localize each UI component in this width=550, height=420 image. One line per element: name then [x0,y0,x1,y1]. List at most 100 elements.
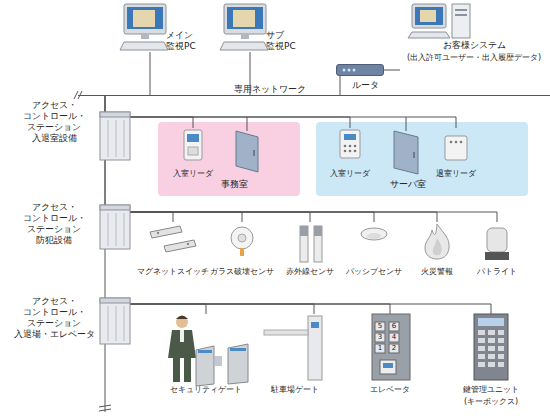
elevator-panel-icon-part [389,344,399,353]
node-text: 駐車場ゲート [254,384,336,395]
parking-gate-icon-part [308,316,322,380]
break-mark-part [78,91,82,99]
customer-pc-icon [408,4,470,38]
station-cabinet-part [100,298,130,303]
glass-break-sensor-icon-part [238,234,246,242]
key-box-icon-part [478,318,504,326]
security-gate-icon-part [230,348,246,351]
button-number: 6 [389,322,399,331]
station-cabinet-part [108,213,109,246]
node-text: サーバ室 [378,179,438,190]
station-cabinet-part [116,213,117,246]
security-gate-icon-part [184,358,191,382]
node-text: アクセス・ コントロール・ ステーション 入退室設備 [10,100,98,144]
room-panel: 事務室入室リーダ [158,122,300,196]
network-wire [130,304,491,314]
node-text: (キーボックス) [450,396,532,407]
sub-pc-icon-part [227,7,263,29]
node-text: ガラス破壊センサ [206,266,278,277]
glass-break-sensor-icon-part [231,227,253,249]
gate-device: セキュリティゲート [160,314,252,386]
security-gate-icon-part [176,316,188,328]
customer-pc-icon-part [415,7,443,25]
access-control-station: アクセス・ コントロール・ ステーション 防犯設備 [4,205,130,249]
sub-pc-icon-part [224,4,266,34]
key-box-icon-part [478,346,485,351]
magnet-switch-icon-part [150,226,182,238]
magnet-switch-icon-part [157,232,159,234]
station-cabinet-part [108,120,109,157]
node-text: 入室リーダ [167,168,219,179]
button-number: 1 [375,344,385,353]
sub-pc-icon-part [241,34,249,39]
node-text: セキュリティゲート [156,384,256,395]
patrol-light-icon [485,228,509,260]
station-cabinet-part [100,205,130,210]
station-wire-part [99,405,111,407]
room-panel: サーバ室入室リーダ退室リーダ [316,122,528,196]
station-cabinet-part [100,298,130,344]
network-bus: 専用ネットワーク [78,86,550,96]
key-box-icon-part [488,338,495,343]
node-text: 専用ネットワーク [228,84,312,95]
station-cabinet [100,298,130,344]
station-wire-part [99,409,111,411]
main-pc-icon [120,4,168,50]
network-wire [340,76,341,95]
station-cabinet-part [116,120,117,157]
security-gate-icon-part [173,358,180,382]
node-text: (出入許可ユーザー・出入履歴データ) [400,52,548,63]
node-text: アクセス・ コントロール・ ステーション 入退場・エレベータ [10,296,98,340]
key-box-icon-part [478,354,485,359]
station-wire [99,344,111,412]
network-wire [250,52,251,95]
station-cabinet-part [116,306,117,341]
sub-pc-icon-part [220,42,268,50]
station-cabinet-part [124,306,125,341]
key-box-icon-part [474,314,508,380]
station-cabinet-part [100,112,130,160]
security-gate-icon-part [196,346,214,386]
sensor-device: ガラス破壊センサ [210,222,274,274]
sensor-device: マグネットスイッチ [137,222,209,274]
main-pc-icon-part [127,7,163,29]
sensor-device: 火災警報 [414,222,460,274]
sensor-device: パッシブセンサ [344,222,404,274]
station-cabinet-part [124,213,125,246]
elevator-panel-icon-part [380,360,396,374]
network-wire [130,212,310,222]
access-control-station: アクセス・ コントロール・ ステーション 入退室設備 [4,112,130,160]
fire-alarm-icon-part [425,224,449,259]
glass-break-sensor-icon-part [240,248,244,256]
station-wire-part [105,344,106,412]
node-text: 赤外線センサ [278,266,342,277]
node-text: お客様システム [400,40,548,51]
node-text: メイン 監視PC [166,30,208,52]
key-box-icon-part [488,346,495,351]
sensor-device: パトライト [474,222,520,274]
network-wire [130,212,242,222]
elevator-panel-icon-part [372,314,410,380]
main-pc-icon-part [141,34,149,39]
station-cabinet [100,205,130,249]
button-number: 5 [375,322,385,331]
parking-gate-icon [264,316,322,380]
security-gate-icon-part [198,350,212,353]
node-text: サブ 監視PC [266,30,308,52]
key-box-icon-part [498,354,504,359]
button-number: 4 [389,333,399,342]
key-box-icon-part [498,330,504,335]
security-gate-icon-part [168,330,196,358]
station-cabinet-part [124,120,125,157]
customer-pc-icon-part [408,32,450,38]
infrared-sensor-icon [300,226,322,262]
node-text: 火災警報 [410,266,464,277]
security-gate-icon-part [214,356,222,366]
key-box-icon-part [498,346,504,351]
patrol-light-icon-part [487,228,507,252]
key-box-icon-part [488,362,495,367]
security-gate-icon-part [176,316,188,320]
key-box-icon-part [498,338,504,343]
button-number: 2 [389,344,399,353]
